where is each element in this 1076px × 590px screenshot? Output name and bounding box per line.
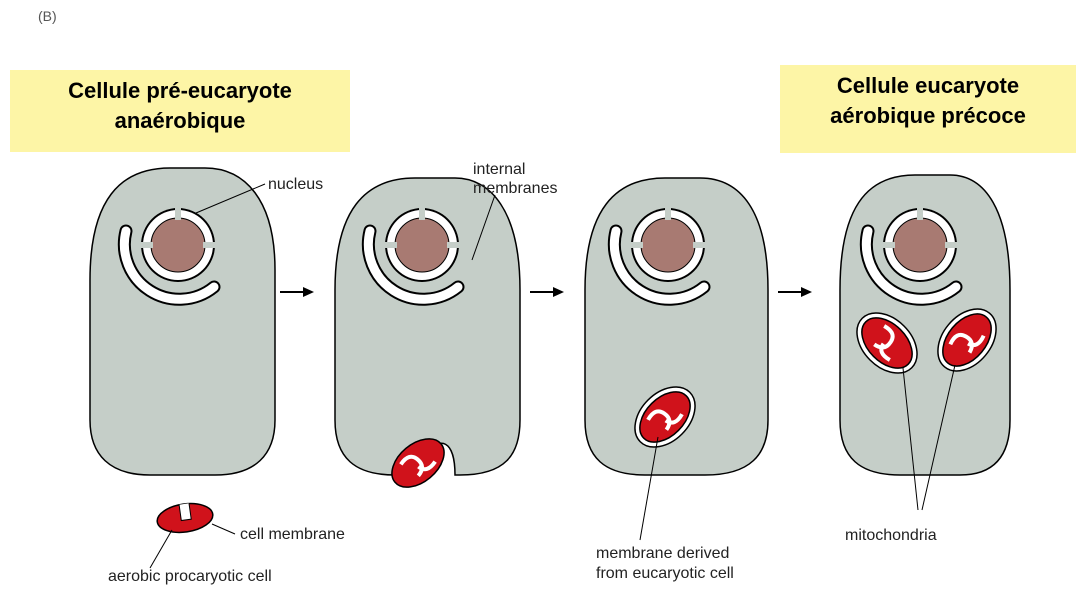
- nucleus-label: nucleus: [268, 176, 323, 193]
- aerobic-procaryotic-cell: [155, 500, 214, 536]
- arrow-2: [530, 287, 564, 297]
- title-right-line-2: aérobique précoce: [790, 101, 1066, 131]
- title-right-line-1: Cellule eucaryote: [790, 71, 1066, 101]
- title-left-line-1: Cellule pré-eucaryote: [20, 76, 340, 106]
- arrow-1: [280, 287, 314, 297]
- cell-membrane-label: cell membrane: [240, 526, 345, 543]
- title-aerobic-early-eukaryote: Cellule eucaryote aérobique précoce: [780, 65, 1076, 153]
- arrow-3: [778, 287, 812, 297]
- title-left-line-2: anaérobique: [20, 106, 340, 136]
- aerobic-cell-label: aerobic procaryotic cell: [108, 568, 272, 585]
- membrane-derived-label-1: membrane derived: [596, 545, 729, 562]
- internal-membranes-label-2: membranes: [473, 180, 557, 197]
- mitochondria-label: mitochondria: [845, 527, 937, 544]
- internal-membranes-label-1: internal: [473, 161, 525, 178]
- title-anaerobic-pre-eukaryote: Cellule pré-eucaryote anaérobique: [10, 70, 350, 152]
- membrane-derived-label-2: from eucaryotic cell: [596, 565, 734, 582]
